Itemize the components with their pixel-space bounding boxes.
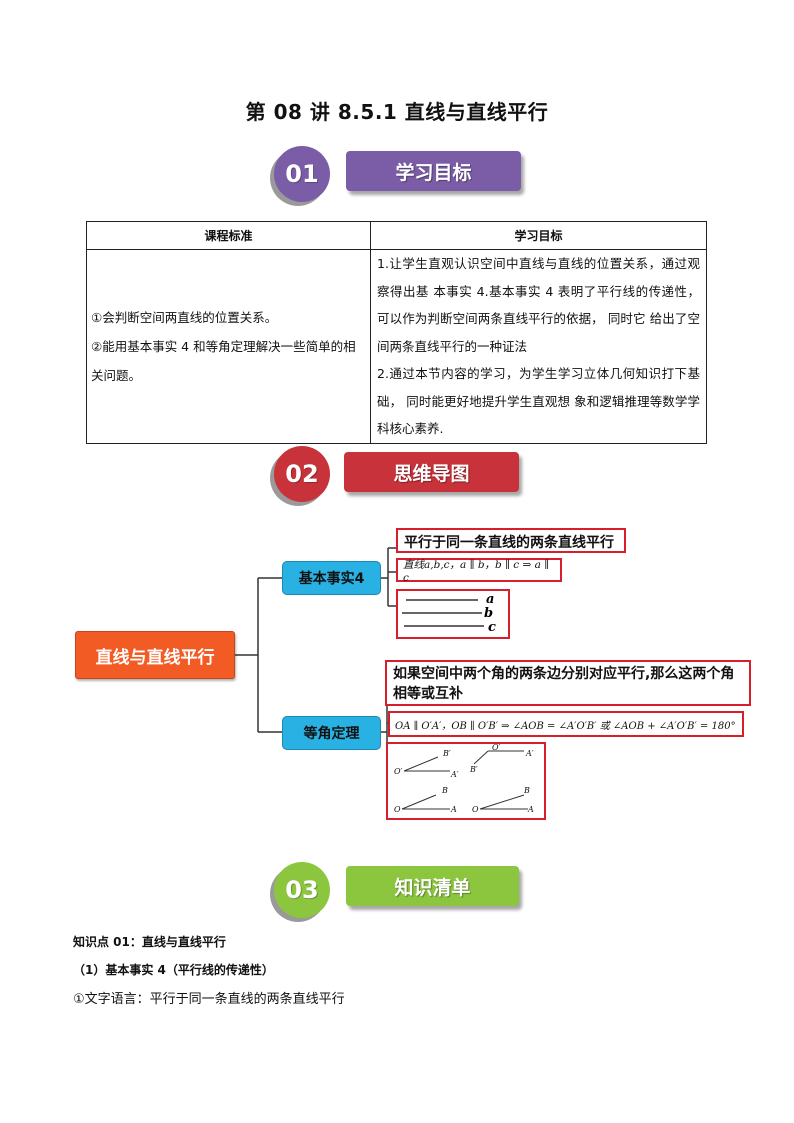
- fig-tr-b: B′: [469, 765, 478, 774]
- table-header-row: 课程标准 学习目标: [86, 221, 707, 250]
- section-03-badge-number: 03: [274, 862, 330, 918]
- standard-line-2: ②能用基本事实 4 和等角定理解决一些简单的相关问题。: [91, 338, 356, 383]
- fig-tl-o: O′: [394, 767, 403, 776]
- mindmap-root-node: 直线与直线平行: [75, 631, 235, 679]
- fig-tr-o: O′: [492, 744, 501, 752]
- standard-line-1: ①会判断空间两直线的位置关系。: [91, 309, 278, 325]
- table-row: ①会判断空间两直线的位置关系。 ②能用基本事实 4 和等角定理解决一些简单的相关…: [86, 249, 707, 444]
- table-cell-goals: 1.让学生直观认识空间中直线与直线的位置关系，通过观察得出基 本事实 4.基本事…: [370, 249, 707, 444]
- fig-br-b: B: [523, 786, 530, 795]
- equal-angle-formula-box: OA ∥ O′A′，OB ∥ O′B′ ⇒ ∠AOB = ∠A′O′B′ 或 ∠…: [388, 711, 744, 737]
- equal-angle-figure-box: B′ O′ A′ O′ B′ A′ B O A B O A: [386, 742, 546, 820]
- goals-table: 课程标准 学习目标 ①会判断空间两直线的位置关系。 ②能用基本事实 4 和等角定…: [86, 221, 707, 444]
- mindmap-node-equal-angle-theorem: 等角定理: [282, 716, 381, 750]
- fig-tr-a: A′: [525, 749, 534, 758]
- fig-bl-o: O: [394, 805, 401, 814]
- goal-line-1: 1.让学生直观认识空间中直线与直线的位置关系，通过观察得出基 本事实 4.基本事…: [377, 256, 700, 354]
- label-a: a: [486, 592, 494, 607]
- fig-tl-b: B′: [442, 749, 451, 758]
- parallel-lines-figure: a b c: [402, 592, 496, 633]
- section-03-badge-label: 知识清单: [346, 866, 519, 906]
- fig-bl-b: B: [441, 786, 448, 795]
- section-01-badge-label: 学习目标: [346, 151, 521, 191]
- knowledge-point-title: 知识点 01：直线与直线平行: [73, 935, 226, 949]
- knowledge-item-text: ①文字语言：平行于同一条直线的两条直线平行: [73, 992, 345, 1007]
- section-02-badge-label: 思维导图: [344, 452, 519, 492]
- basic-fact-statement-box: 平行于同一条直线的两条直线平行: [396, 528, 626, 553]
- section-02-badge-number: 02: [274, 446, 330, 502]
- section-01-badge-number: 01: [274, 146, 330, 202]
- label-b: b: [484, 606, 493, 621]
- fig-br-o: O: [472, 805, 479, 814]
- knowledge-sub-title: （1）基本事实 4（平行线的传递性）: [73, 963, 274, 977]
- equal-angle-figure: B′ O′ A′ O′ B′ A′ B O A B O A: [394, 744, 534, 814]
- equal-angle-statement-box: 如果空间中两个角的两条边分别对应平行,那么这两个角相等或互补: [385, 660, 751, 706]
- fig-br-a: A: [527, 805, 534, 814]
- table-cell-standard: ①会判断空间两直线的位置关系。 ②能用基本事实 4 和等角定理解决一些简单的相关…: [86, 249, 371, 444]
- fig-bl-a: A: [450, 805, 457, 814]
- basic-fact-formula-box: 直线a,b,c，a ∥ b，b ∥ c ⇒ a ∥ c: [396, 558, 562, 584]
- label-c: c: [488, 620, 496, 633]
- mindmap-node-basic-fact-4: 基本事实4: [282, 561, 381, 595]
- goal-line-2: 2.通过本节内容的学习，为学生学习立体几何知识打下基础， 同时能更好地提升学生直…: [377, 366, 700, 436]
- parallel-lines-figure-box: a b c: [396, 589, 510, 639]
- fig-tl-a: A′: [450, 770, 459, 779]
- page-title: 第 08 讲 8.5.1 直线与直线平行: [245, 100, 549, 124]
- table-header-goals: 学习目标: [370, 221, 707, 250]
